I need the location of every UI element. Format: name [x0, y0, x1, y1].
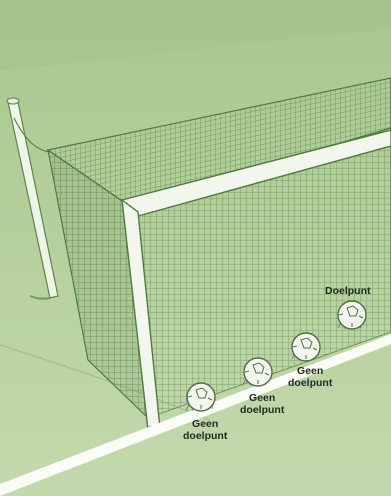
label-no-goal-2: Geen doelpunt	[240, 392, 284, 416]
label-goal: Doelpunt	[325, 285, 371, 297]
ball-icon	[338, 301, 366, 329]
ball-icon	[187, 383, 215, 411]
label-no-goal-3-line2: doelpunt	[183, 430, 227, 442]
label-no-goal-2-line2: doelpunt	[240, 404, 284, 416]
label-no-goal-3: Geen doelpunt	[183, 418, 227, 442]
label-no-goal-2-line1: Geen	[240, 392, 284, 404]
label-no-goal-3-line1: Geen	[183, 418, 227, 430]
ball-icon	[244, 358, 272, 386]
label-no-goal-1-line2: doelpunt	[288, 377, 332, 389]
label-no-goal-1: Geen doelpunt	[288, 365, 332, 389]
ball-icon	[292, 333, 320, 361]
label-goal-text: Doelpunt	[325, 285, 371, 297]
label-no-goal-1-line1: Geen	[288, 365, 332, 377]
